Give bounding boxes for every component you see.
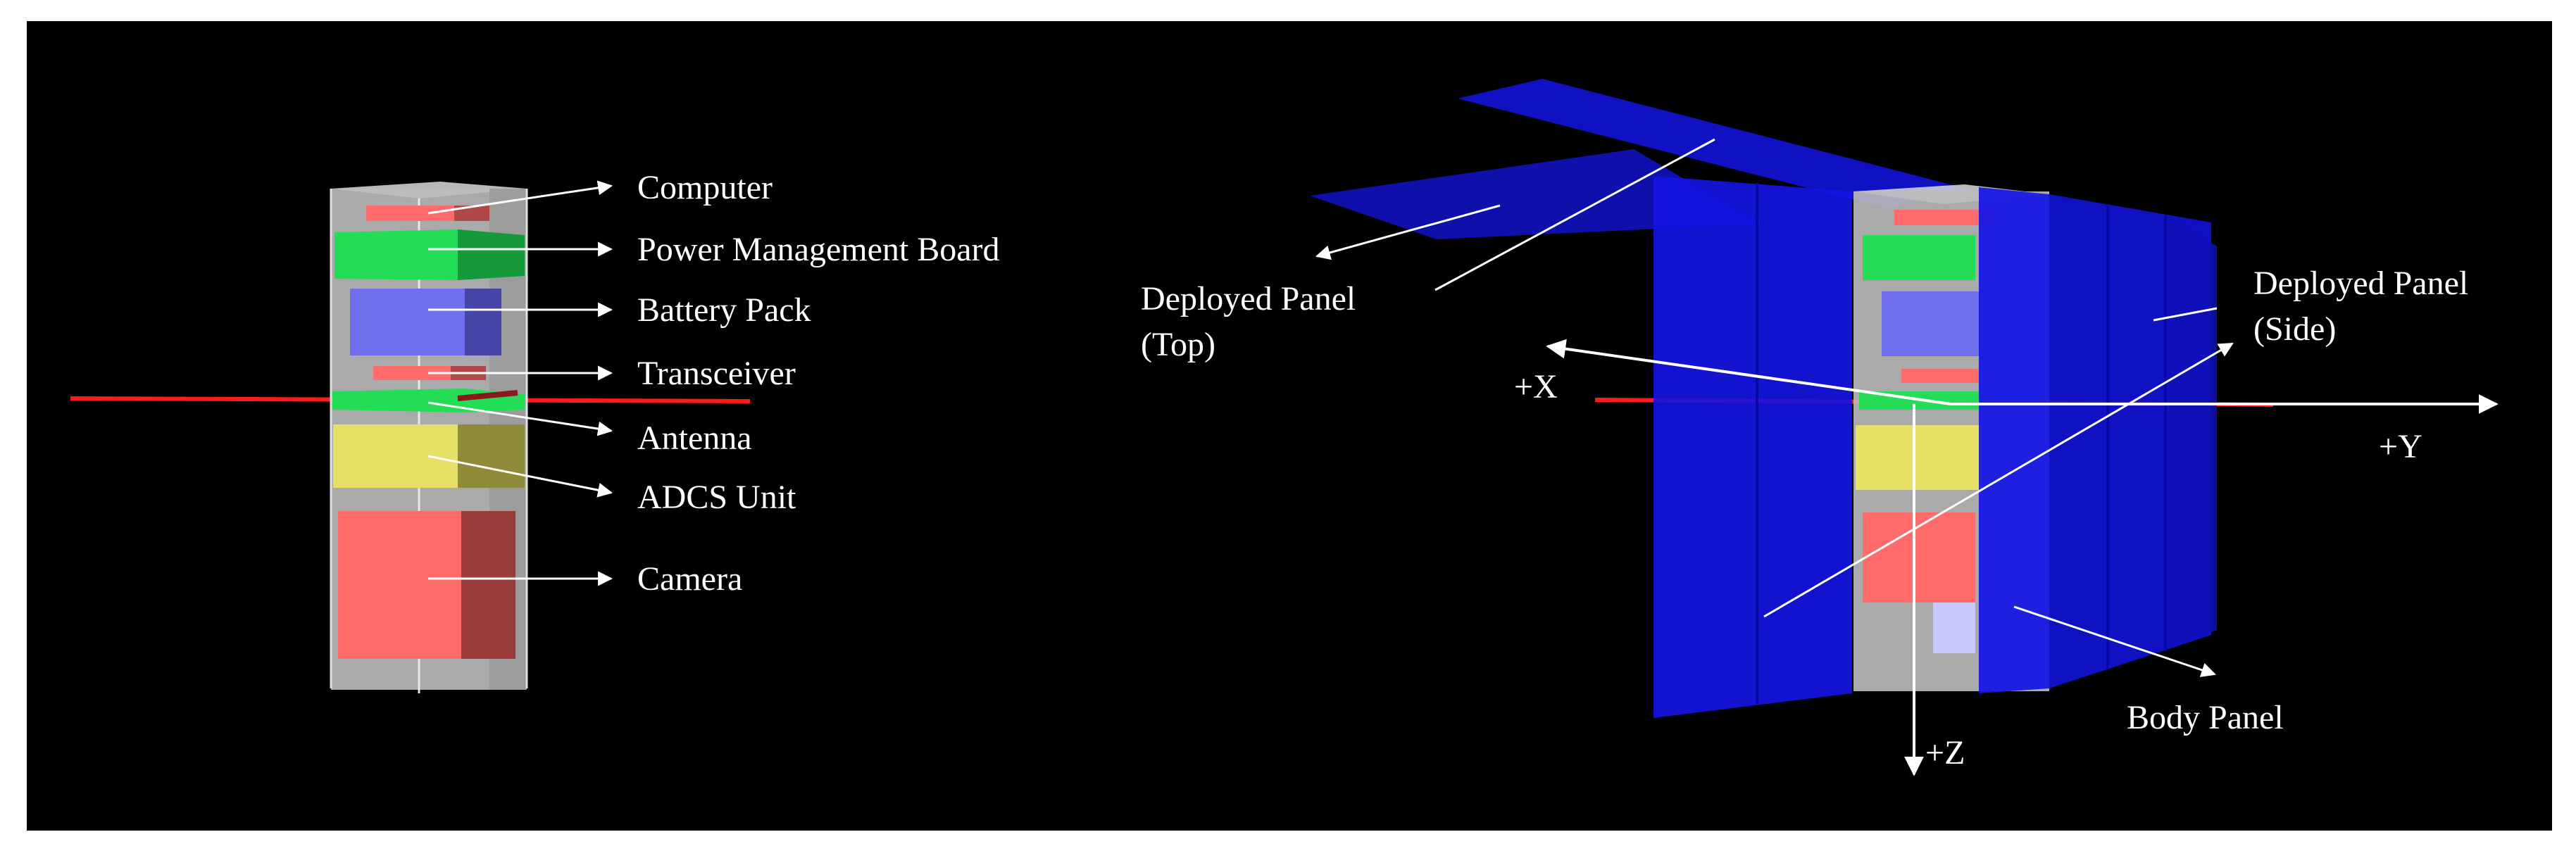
adcs-leader [427,455,613,498]
left-annotations: Computer Power Management Board Battery … [427,169,1000,598]
z-axis-label: +Z [1925,734,1965,771]
antenna-leader [427,401,613,436]
deployed-top-leader-1 [1315,204,1501,260]
body-power-board [1863,235,1975,280]
x-axis-arrow [1546,339,1951,405]
adcs-unit-side [458,424,525,488]
deployed-top-panel-upper [1458,79,1972,208]
deployed-side-panel-far [2169,215,2217,648]
left-satellite-view [70,182,751,693]
deployed-top-label-line1: Deployed Panel [1141,280,1356,317]
deployed-top-label-line2: (Top) [1141,326,1215,363]
antenna-element [457,390,518,401]
right-annotations: Deployed Panel (Top) Deployed Panel (Sid… [1141,138,2468,736]
battery-label: Battery Pack [637,291,811,329]
body-adcs [1856,425,1982,490]
power-board-label: Power Management Board [637,231,1000,268]
coordinate-axes: +X +Y +Z [1514,339,2499,776]
battery-pack-side [465,289,501,355]
deployed-side-leader-2 [1763,342,2234,618]
body-battery [1882,291,1980,356]
deployed-side-label-line2: (Side) [2253,310,2336,348]
deployed-side-panel-left [1653,176,1852,718]
body-panel-leader [2013,605,2216,677]
body-transceiver [1901,369,1979,383]
y-axis-label: +Y [2379,428,2422,465]
transceiver-label: Transceiver [637,355,796,392]
adcs-label: ADCS Unit [637,479,796,516]
body-computer [1894,210,1993,225]
deployed-side-leader-1 [2153,307,2218,322]
power-management-board-side [458,229,525,280]
computer-leader [427,180,613,215]
camera-unit-side [461,511,515,659]
body-panel [1979,187,2049,693]
computer-board-side [454,206,489,221]
deployed-top-leader-2 [1434,138,1715,291]
x-axis-label: +X [1514,368,1558,405]
deployed-top-panel-lower [1310,149,1761,239]
deployed-side-label-line1: Deployed Panel [2253,265,2468,302]
computer-label: Computer [637,169,773,206]
camera-label: Camera [637,560,742,598]
antenna-label: Antenna [637,420,752,457]
body-panel-label: Body Panel [2127,699,2284,736]
body-camera-lower [1933,603,1975,653]
